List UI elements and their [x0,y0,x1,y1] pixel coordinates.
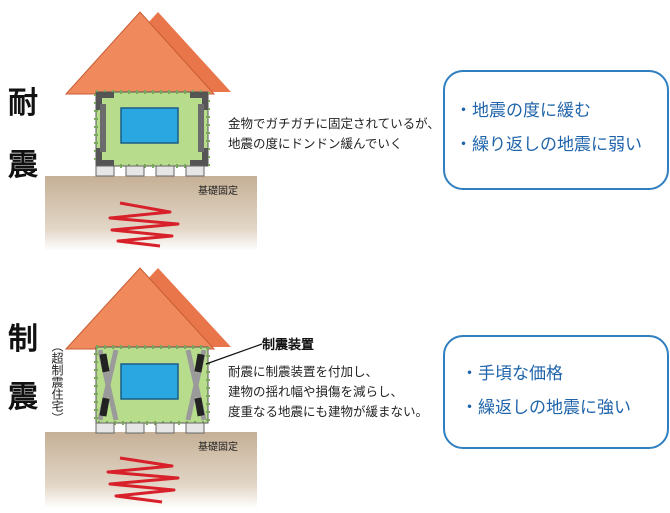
seishin-title-char-1: 制 [8,322,38,357]
damper-devices [99,353,205,417]
point-item: ・繰り返しの地震に弱い [455,135,642,155]
description-line: 度重なる地震にも建物が緩まない。 [228,404,429,419]
window [120,363,179,400]
damper-device-label: 制震装置 [262,338,315,353]
description-line: 地震の度にドンドン緩んでいく [228,136,403,151]
ground-block [45,432,257,508]
point-item: ・手頃な価格 [461,364,563,384]
taishin-description: 金物でガチガチに固定されているが、 地震の度にドンドン緩んでいく [228,114,440,154]
seismic-wave [106,456,180,504]
foundation-blocks [95,422,205,434]
description-line: 建物の揺れ幅や損傷を減らし、 [228,384,404,399]
taishin-points-card: ・地震の度に緩む ・繰り返しの地震に弱い [443,70,669,190]
metal-brackets [96,92,208,166]
taishin-title-char-2: 震 [8,148,38,183]
foundation-label: 基礎固定 [198,442,238,453]
foundation-blocks [95,165,205,177]
taishin-title-char-1: 耐 [8,86,38,121]
foundation-label: 基礎固定 [198,186,238,197]
seishin-description: 耐震に制震装置を付加し、 建物の揺れ幅や損傷を減らし、 度重なる地震にも建物が緩… [228,362,428,422]
window [120,107,179,144]
seishin-subtitle: （超制震住宅） [50,340,64,424]
seishin-points-card: ・手頃な価格 ・繰返しの地震に強い [443,335,669,449]
point-item: ・地震の度に緩む [455,101,591,121]
seismic-wave [108,201,180,248]
point-item: ・繰返しの地震に強い [461,398,631,418]
device-pointer-line [205,343,263,365]
description-line: 金物でガチガチに固定されているが、 [228,116,440,131]
seishin-title-char-2: 震 [8,380,38,415]
description-line: 耐震に制震装置を付加し、 [228,364,379,379]
